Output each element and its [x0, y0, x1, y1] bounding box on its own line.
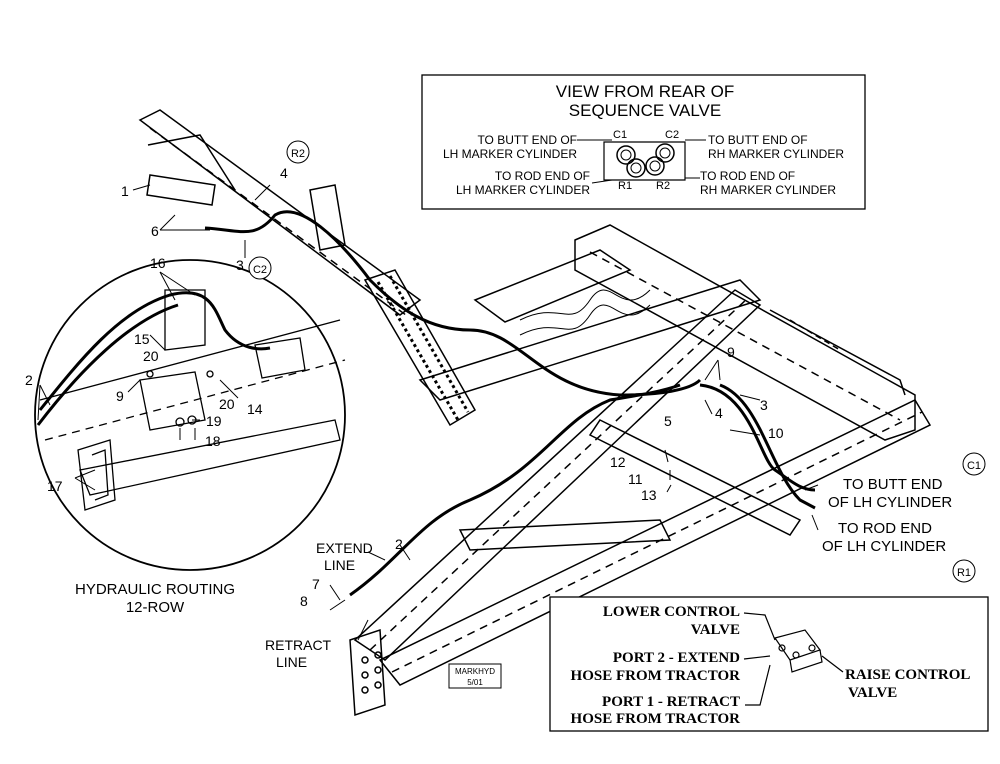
frame-linework — [138, 109, 932, 717]
port1-1: PORT 1 - RETRACT — [602, 694, 740, 710]
rh-rod-2: RH MARKER CYLINDER — [700, 183, 836, 197]
lh-butt-1: TO BUTT END OF — [477, 133, 577, 147]
view-title-2: SEQUENCE VALVE — [569, 101, 721, 120]
detail-inset — [34, 259, 346, 571]
valve-body — [603, 141, 686, 181]
port-c2-label: C2 — [665, 129, 679, 141]
callout-20a: 20 — [143, 348, 159, 364]
callout-2b: 2 — [395, 536, 403, 552]
callout-3b: 3 — [760, 397, 768, 413]
drawing-stamp: MARKHYD 5/01 — [448, 663, 502, 689]
part-callouts: 1 4 6 3 16 2 15 20 9 19 20 14 18 17 9 3 … — [25, 165, 819, 641]
hydraulic-hoses — [204, 210, 816, 597]
lh-rod-1: TO ROD END OF — [495, 169, 590, 183]
stamp-date: 5/01 — [467, 678, 483, 687]
retract-line-2: LINE — [276, 654, 307, 670]
callout-2a: 2 — [25, 372, 33, 388]
detail-caption-1: HYDRAULIC ROUTING — [75, 581, 235, 598]
raise-valve-1: RAISE CONTROL — [845, 667, 970, 683]
callout-3a: 3 — [236, 257, 244, 273]
retract-line-1: RETRACT — [265, 637, 332, 653]
control-valve-drawing — [743, 612, 844, 706]
port-c2 — [655, 143, 675, 163]
port-c1-label: C1 — [613, 129, 627, 141]
port-r1-label: R1 — [618, 180, 632, 192]
control-valve-box: LOWER CONTROL VALVE PORT 2 - EXTEND HOSE… — [549, 596, 989, 732]
detail-linework — [39, 289, 346, 511]
port2-2: HOSE FROM TRACTOR — [571, 668, 741, 684]
callout-7: 7 — [312, 576, 320, 592]
callout-4a: 4 — [280, 165, 288, 181]
callout-11: 11 — [628, 471, 643, 487]
sequence-valve-view: VIEW FROM REAR OF SEQUENCE VALVE C1 C2 R… — [421, 74, 866, 210]
callout-10: 10 — [768, 425, 784, 441]
marker-c2: C2 — [253, 264, 267, 276]
lower-valve-1: LOWER CONTROL — [603, 604, 740, 620]
callout-17: 17 — [47, 478, 63, 494]
rod-end-2: OF LH CYLINDER — [822, 538, 946, 555]
callout-19: 19 — [206, 413, 222, 429]
butt-end-1: TO BUTT END — [843, 476, 943, 493]
callout-20b: 20 — [219, 396, 235, 412]
rh-butt-1: TO BUTT END OF — [708, 133, 808, 147]
port-r1 — [626, 158, 646, 178]
control-box-frame — [549, 596, 989, 732]
hose-labels: EXTEND LINE RETRACT LINE TO BUTT END OF … — [75, 476, 952, 670]
stamp-code: MARKHYD — [455, 667, 495, 676]
callout-9a: 9 — [116, 388, 124, 404]
marker-r2: R2 — [291, 148, 305, 160]
port-r2 — [645, 156, 665, 176]
raise-valve-2: VALVE — [848, 685, 897, 701]
callout-6: 6 — [151, 223, 159, 239]
port-r2-label: R2 — [656, 180, 670, 192]
extend-line-2: LINE — [324, 557, 355, 573]
callout-18: 18 — [205, 433, 221, 449]
rod-end-1: TO ROD END — [838, 520, 932, 537]
callout-4b: 4 — [715, 405, 723, 421]
port-c1 — [616, 145, 636, 165]
detail-circle — [34, 259, 346, 571]
view-box-frame — [421, 74, 866, 210]
callout-14: 14 — [247, 401, 263, 417]
lh-butt-2: LH MARKER CYLINDER — [443, 147, 577, 161]
port2-1: PORT 2 - EXTEND — [613, 650, 740, 666]
callout-15: 15 — [134, 331, 150, 347]
circle-markers: R2 C2 C1 R1 — [248, 140, 986, 583]
detail-hoses — [36, 291, 271, 426]
callout-9b: 9 — [727, 344, 735, 360]
view-leaders — [577, 139, 706, 184]
detail-caption-2: 12-ROW — [126, 599, 185, 616]
rh-butt-2: RH MARKER CYLINDER — [708, 147, 844, 161]
callout-16: 16 — [150, 255, 166, 271]
lh-rod-2: LH MARKER CYLINDER — [456, 183, 590, 197]
port1-2: HOSE FROM TRACTOR — [571, 711, 741, 727]
view-title-1: VIEW FROM REAR OF — [556, 82, 735, 101]
callout-1: 1 — [121, 183, 129, 199]
callout-13: 13 — [641, 487, 657, 503]
marker-c1: C1 — [967, 460, 981, 472]
marker-r1: R1 — [957, 567, 971, 579]
callout-5: 5 — [664, 413, 672, 429]
lower-valve-2: VALVE — [691, 622, 740, 638]
rh-rod-1: TO ROD END OF — [700, 169, 795, 183]
callout-8: 8 — [300, 593, 308, 609]
butt-end-2: OF LH CYLINDER — [828, 494, 952, 511]
callout-12: 12 — [610, 454, 626, 470]
extend-line-1: EXTEND — [316, 540, 373, 556]
